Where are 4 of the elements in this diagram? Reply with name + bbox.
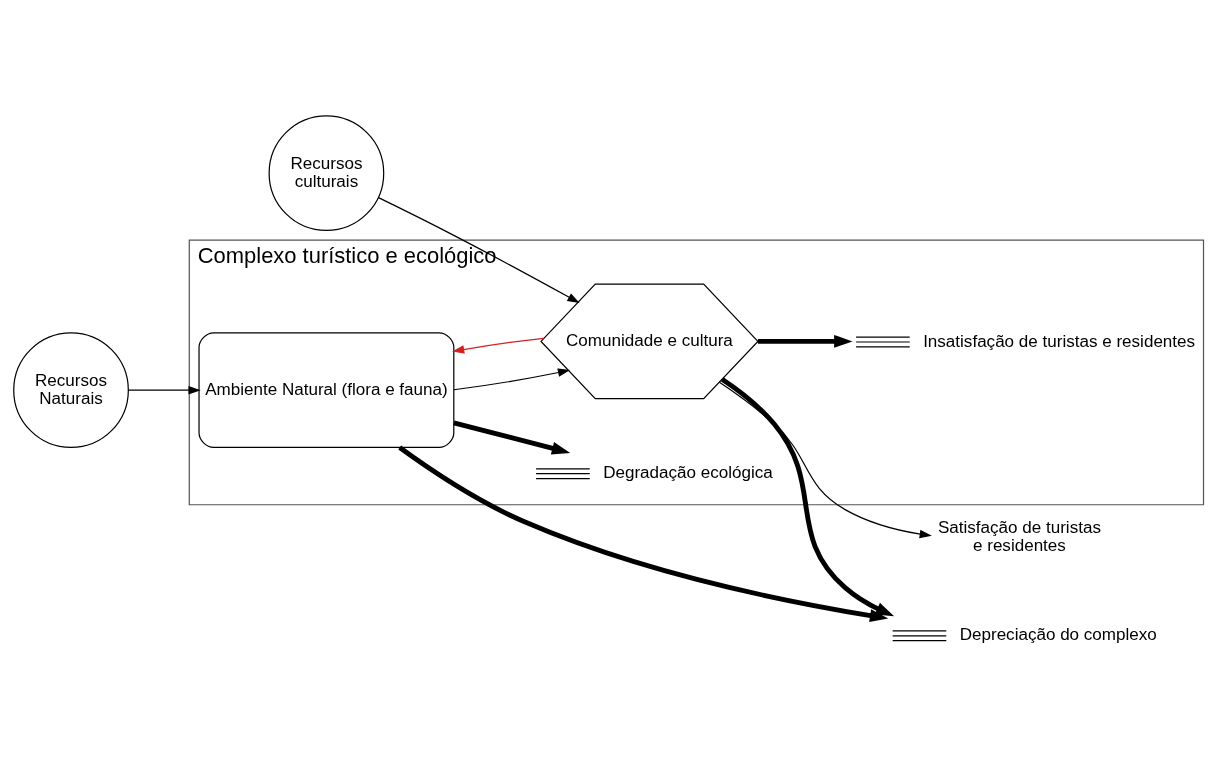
node-label: Degradação ecológica <box>603 463 773 483</box>
node-text: Satisfação de turistas e residentes <box>937 518 1101 556</box>
node-label: Insatisfação de turistas e residentes <box>923 331 1196 351</box>
node-label: Depreciação do complexo <box>959 625 1157 645</box>
